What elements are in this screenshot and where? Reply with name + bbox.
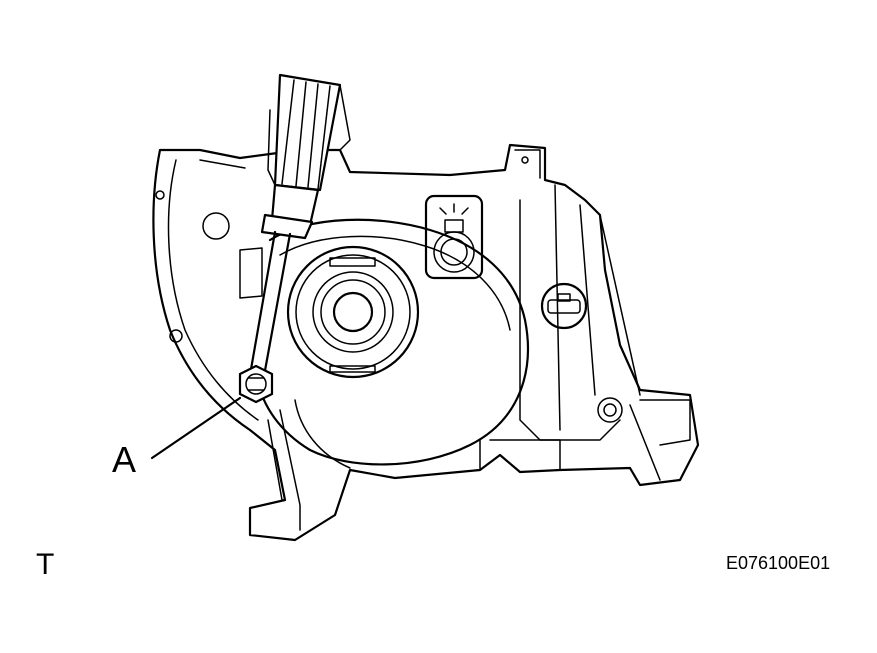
bolt-icon <box>238 364 274 404</box>
figure-code: E076100E01 <box>726 553 831 573</box>
callout-a-leader <box>150 396 242 460</box>
side-connector-icon <box>540 282 588 330</box>
corner-mark: T <box>36 548 55 581</box>
callout-label-a: A <box>112 439 137 480</box>
bulb-socket-icon <box>286 245 420 379</box>
connector-icon <box>424 194 484 280</box>
screwdriver-icon <box>248 73 351 378</box>
headlamp-housing-icon <box>152 143 700 542</box>
